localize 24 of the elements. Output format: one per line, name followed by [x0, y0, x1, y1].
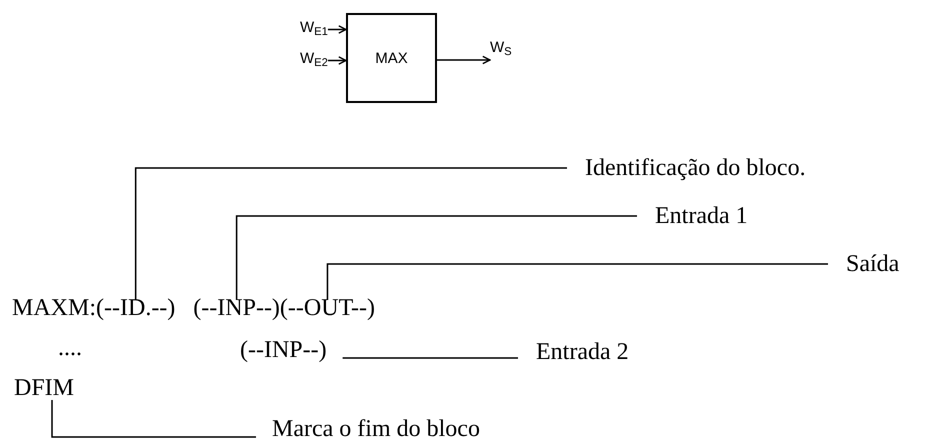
leader-line — [236, 215, 637, 300]
text-label: Entrada 1 — [655, 204, 748, 228]
text-label: W$_{S}$ — [490, 40, 512, 55]
leader-line — [51, 400, 256, 438]
text-label: (--INP--) — [193, 296, 280, 320]
arrow — [437, 56, 491, 64]
text-label: Marca o fim do bloco — [272, 417, 480, 441]
arrow — [328, 56, 347, 65]
text-label: W$_{E2}$ — [300, 51, 328, 66]
leader-line — [134, 167, 567, 300]
arrow — [328, 25, 347, 34]
text-label: DFIM — [14, 376, 74, 400]
leader-line — [342, 357, 518, 359]
text-label: Entrada 2 — [536, 340, 629, 364]
text-label: Saída — [846, 252, 900, 276]
text-label: W$_{E1}$ — [300, 20, 328, 35]
text-label: (--ID.--) — [96, 296, 176, 320]
text-label: Identificação do bloco. — [585, 156, 806, 180]
block-box: MAX — [346, 13, 437, 103]
text-label: (--OUT--) — [280, 296, 375, 320]
text-label: (--INP--) — [240, 338, 327, 362]
leader-line — [326, 263, 828, 300]
code-keyword: MAXM: — [12, 296, 96, 320]
ellipsis-text: .... — [58, 336, 82, 360]
